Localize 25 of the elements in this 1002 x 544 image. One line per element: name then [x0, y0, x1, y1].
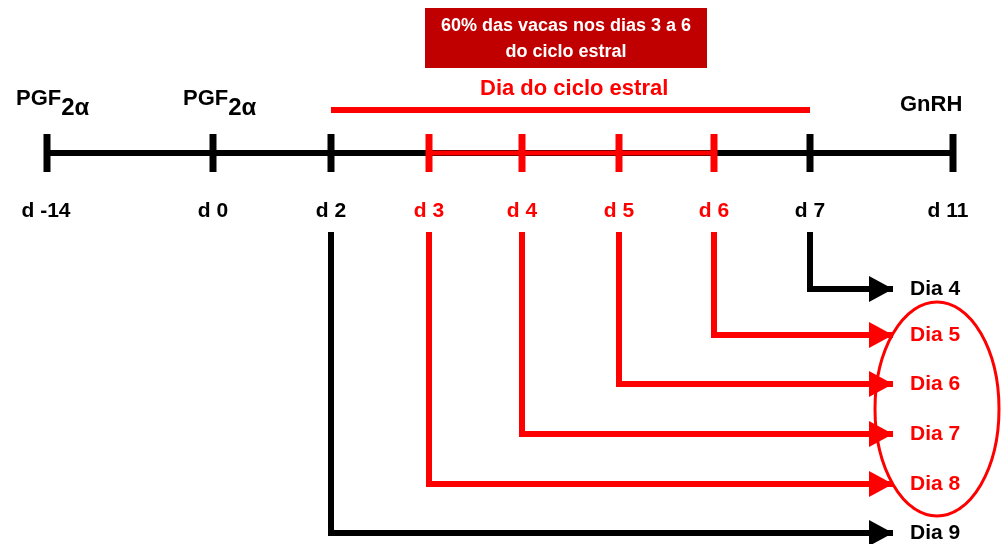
day-label: Dia 8 — [893, 471, 979, 497]
tick-label: d 3 — [404, 198, 454, 224]
elbow-arrow — [711, 232, 893, 348]
note-box: 60% das vacas nos dias 3 a 6 do ciclo estral — [425, 8, 707, 68]
day-label: Dia 7 — [893, 421, 979, 447]
drug-label: GnRH — [900, 90, 964, 118]
tick-label: d 5 — [594, 198, 644, 224]
axis-title: Dia do ciclo estral — [480, 74, 670, 102]
day-label: Dia 4 — [893, 276, 979, 302]
day-label: Dia 6 — [893, 371, 979, 397]
elbow-arrow — [328, 232, 893, 544]
highlight-ellipse — [873, 300, 1001, 518]
elbow-arrow — [616, 232, 893, 397]
tick-label: d 6 — [689, 198, 739, 224]
tick-label: d 0 — [188, 198, 238, 224]
elbow-arrow — [519, 232, 893, 447]
tick-label: d 4 — [497, 198, 547, 224]
elbow-arrow — [807, 232, 893, 302]
tick-label: d 11 — [918, 198, 978, 224]
day-label: Dia 9 — [893, 520, 979, 544]
tick-label: d 7 — [785, 198, 835, 224]
tick-label: d -14 — [10, 198, 82, 224]
elbow-arrow — [426, 232, 893, 497]
day-label: Dia 5 — [893, 322, 979, 348]
tick-label: d 2 — [306, 198, 356, 224]
